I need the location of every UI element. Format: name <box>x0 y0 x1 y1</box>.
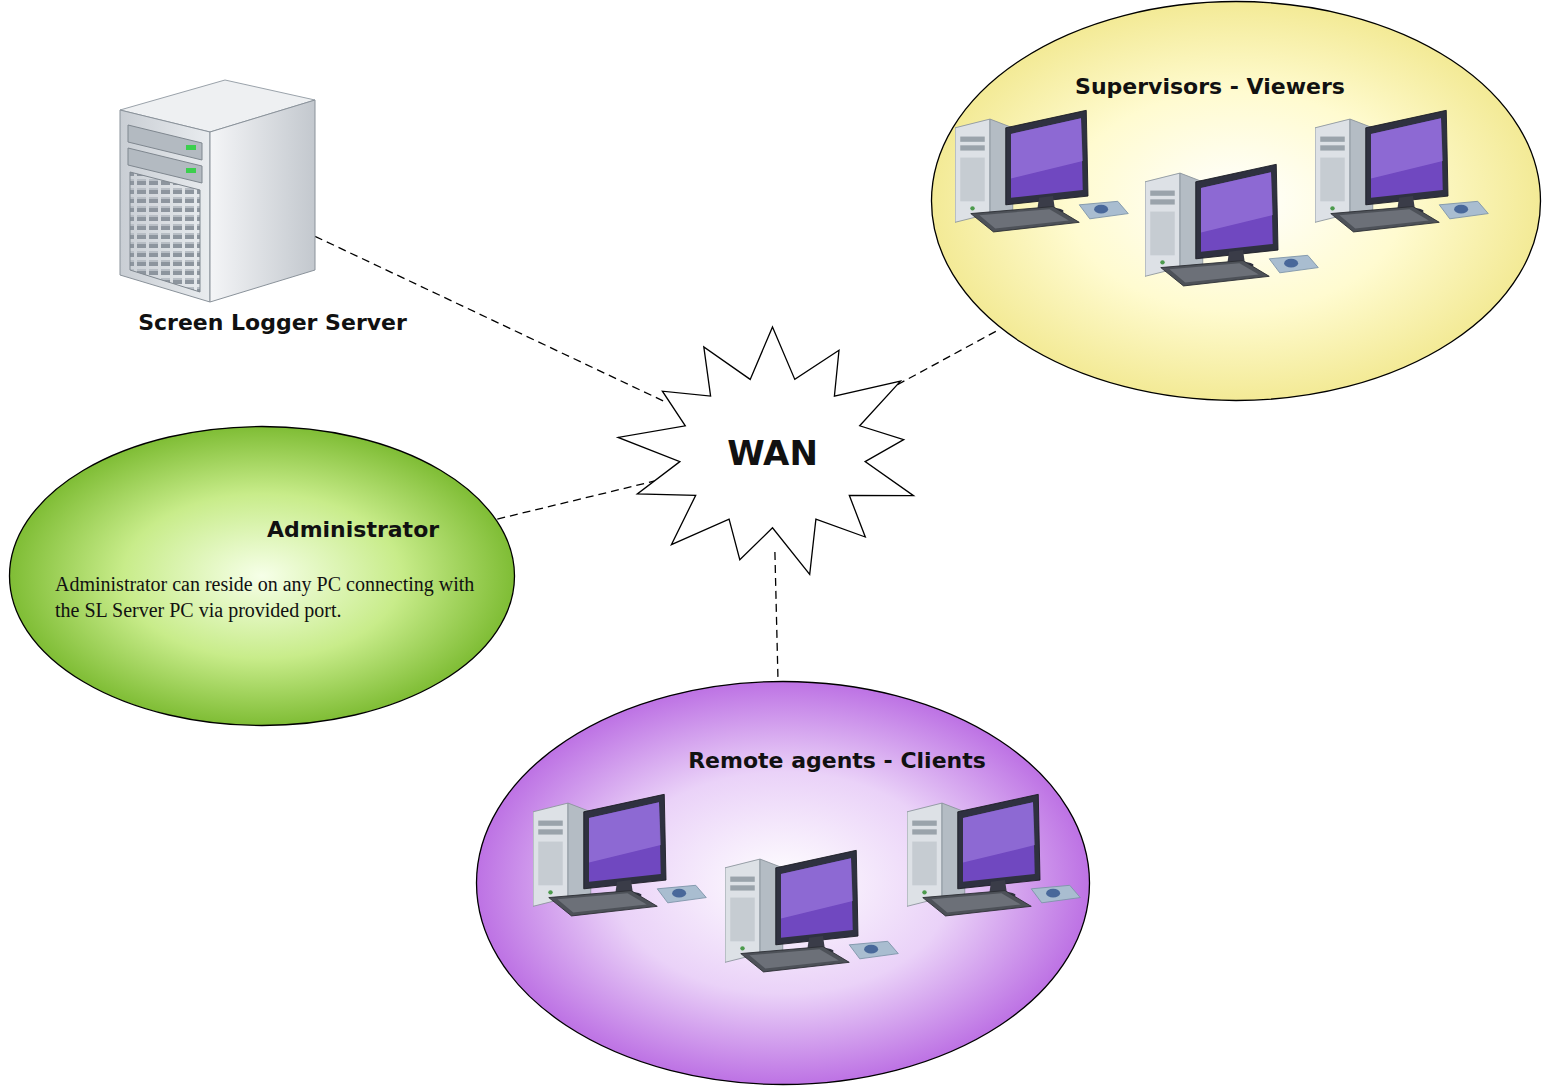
server-node: Screen Logger Server <box>100 70 445 350</box>
node-shape <box>100 70 445 350</box>
note-text: Administrator can reside on any PC conne… <box>55 571 500 623</box>
group-title: Remote agents - Clients <box>625 748 1049 774</box>
group-title: Supervisors - Viewers <box>930 74 1490 100</box>
server-label: Screen Logger Server <box>100 310 445 336</box>
node-shape <box>930 0 1542 402</box>
dashed-connector <box>497 481 655 519</box>
wan-label: WAN <box>615 433 930 474</box>
node-shape <box>475 680 1091 1086</box>
supervisors-ellipse: Supervisors - Viewers <box>930 0 1542 402</box>
dashed-connector <box>775 552 778 680</box>
administrator-ellipse: AdministratorAdministrator can reside on… <box>8 425 516 727</box>
group-title: Administrator <box>208 517 498 543</box>
remote-agents-ellipse: Remote agents - Clients <box>475 680 1091 1086</box>
wan-starburst: WAN <box>615 325 930 580</box>
